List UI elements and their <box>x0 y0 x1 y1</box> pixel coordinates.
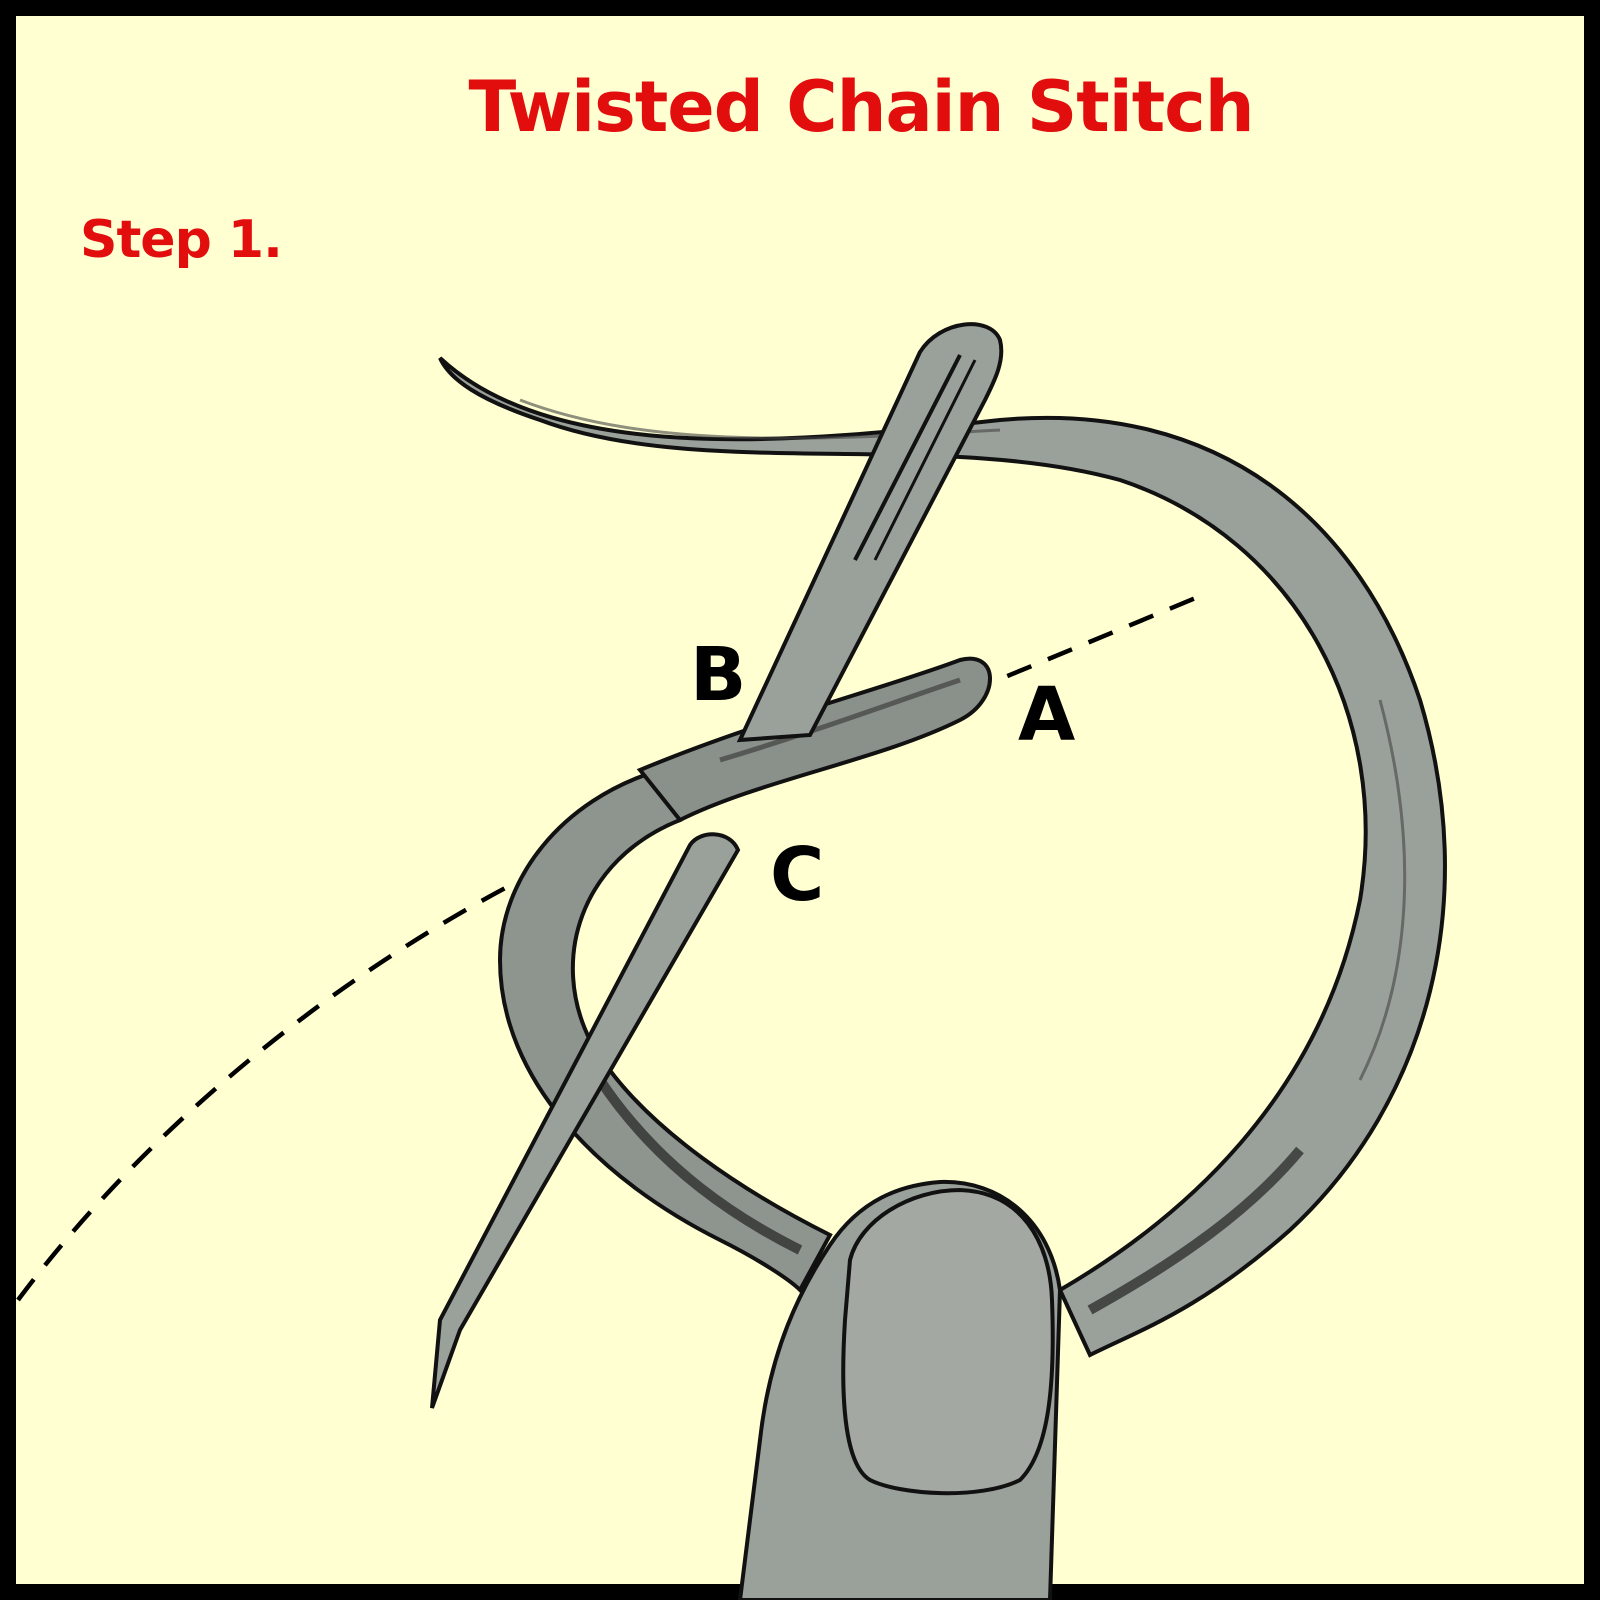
needle-icon <box>736 322 1004 743</box>
label-a: A <box>1018 672 1075 758</box>
thread-loop <box>438 356 1447 1358</box>
step-label: Step 1. <box>80 210 283 270</box>
fingernail <box>841 1187 1055 1496</box>
finger-icon <box>737 1179 1063 1600</box>
stitch-line <box>16 589 1211 1302</box>
label-c: C <box>770 832 824 918</box>
label-b: B <box>690 632 746 718</box>
needle-point-icon <box>430 832 741 1409</box>
page-title: Twisted Chain Stitch <box>468 66 1254 148</box>
